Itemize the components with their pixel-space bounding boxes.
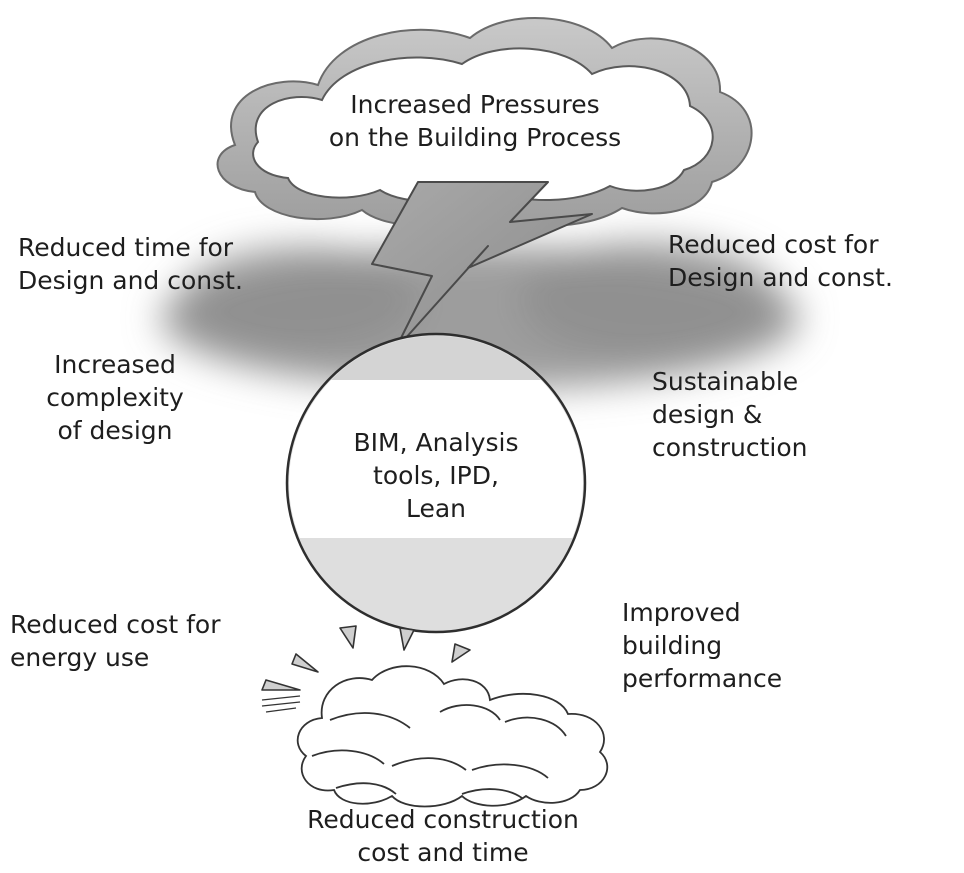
pressure-sustainable: Sustainable design & construction [652,367,808,462]
pressure-complexity: Increased complexity of design [46,350,184,445]
storm-haze [160,240,800,390]
fair-cloud-icon [296,665,609,808]
sun-ray-lines [261,695,301,713]
pressure-reduced-time: Reduced time for Design and const. [18,233,243,295]
lightning-bolt-icon [371,181,593,351]
benefit-construction: Reduced construction cost and time [307,805,579,867]
sun-rays-icon [261,625,471,691]
pressure-reduced-cost: Reduced cost for Design and const. [668,230,893,292]
storm-cloud-label: Increased Pressures on the Building Proc… [328,90,622,152]
solution-circle-label: BIM, Analysis tools, IPD, Lean [353,428,519,523]
storm-cloud-shape [216,17,753,227]
benefit-energy: Reduced cost for energy use [10,610,221,672]
benefit-performance: Improved building performance [622,598,783,693]
